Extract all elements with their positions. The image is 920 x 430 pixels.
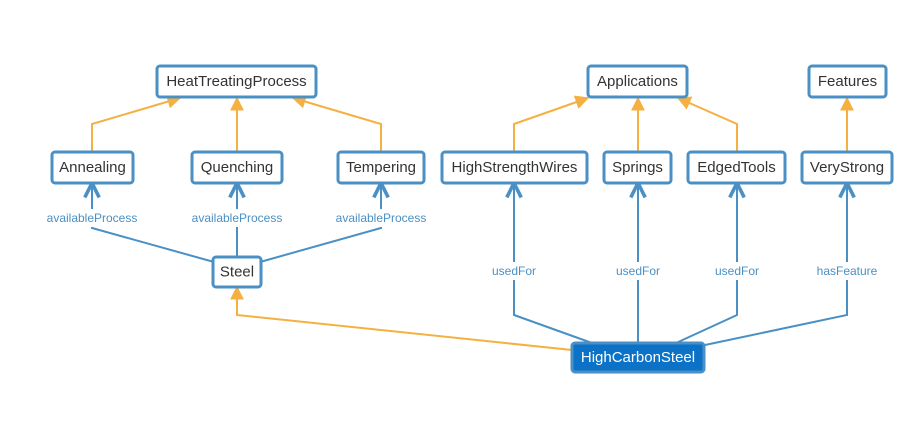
node-high-strength-wires[interactable]: HighStrengthWires [440,150,589,185]
node-tempering[interactable]: Tempering [336,150,426,185]
node-springs[interactable]: Springs [602,150,673,185]
edge-hcs-edgedtools [675,183,737,344]
node-label: VeryStrong [810,159,884,176]
edge-annealing-heattreating [91,94,182,152]
node-steel[interactable]: Steel [211,255,263,289]
node-label: Features [818,73,877,90]
node-label: Annealing [59,159,126,176]
node-high-carbon-steel[interactable]: HighCarbonSteel [570,341,706,374]
node-label: Quenching [201,159,274,176]
edge-label-steel-annealing: availableProcess [47,211,138,225]
node-label: Tempering [346,159,416,176]
node-applications[interactable]: Applications [586,64,689,99]
node-label: EdgedTools [697,159,775,176]
edge-hcs-wires [514,183,593,344]
edge-steel-tempering [259,183,381,263]
subclass-edges [91,94,854,351]
edge-steel-annealing [92,183,215,263]
edge-label-hcs-wires: usedFor [492,264,536,278]
node-label: HighCarbonSteel [581,349,695,366]
edge-wires-applications [513,95,590,152]
edge-label-hcs-springs: usedFor [616,264,660,278]
node-features[interactable]: Features [807,64,888,99]
edge-label-hcs-edgedtools: usedFor [715,264,759,278]
edge-label-steel-quenching: availableProcess [192,211,283,225]
edge-tempering-heattreating [291,94,382,152]
node-edged-tools[interactable]: EdgedTools [686,150,787,185]
node-very-strong[interactable]: VeryStrong [800,150,894,185]
edge-hcs-verystrong [704,183,847,346]
node-label: Steel [220,264,254,281]
nodes: HeatTreatingProcess Applications Feature… [50,64,894,374]
edge-label-hcs-verystrong: hasFeature [817,264,878,278]
node-label: HighStrengthWires [452,159,578,176]
edge-labels: availableProcess availableProcess availa… [42,209,882,280]
edge-highcarbonsteel-steel [230,285,573,351]
edge-label-steel-tempering: availableProcess [336,211,427,225]
node-annealing[interactable]: Annealing [50,150,135,185]
node-label: Applications [597,73,678,90]
edge-edgedtools-applications [676,96,738,152]
node-label: Springs [612,159,663,176]
node-label: HeatTreatingProcess [166,73,306,90]
node-heat-treating-process[interactable]: HeatTreatingProcess [155,64,318,99]
node-quenching[interactable]: Quenching [190,150,284,185]
